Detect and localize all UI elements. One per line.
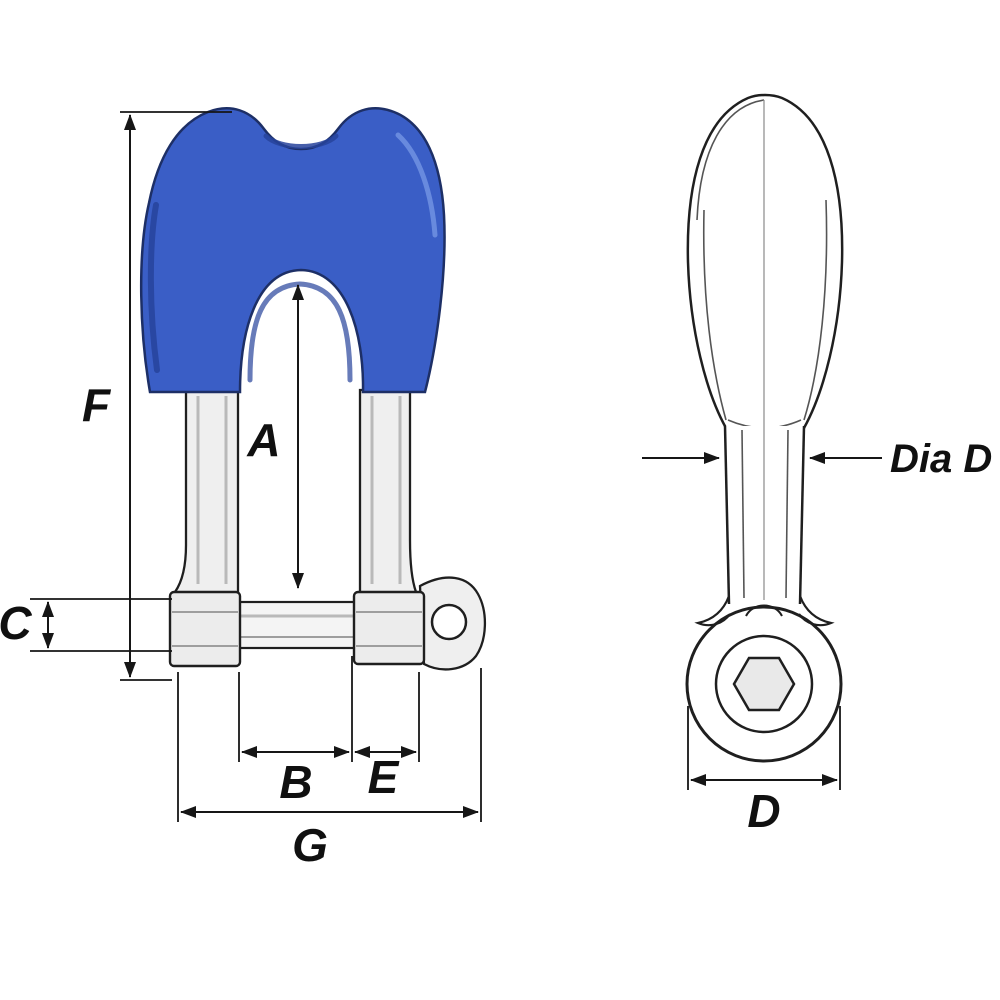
dimension-d: D xyxy=(687,706,841,837)
dimension-b: B xyxy=(238,656,353,808)
dim-f-label: F xyxy=(82,379,112,431)
dim-a-label: A xyxy=(246,414,280,466)
shackle-right-leg xyxy=(358,388,418,596)
shackle-left-leg xyxy=(173,388,240,596)
shackle-pin xyxy=(236,600,358,650)
pin-shaft xyxy=(236,600,358,650)
head-contour-top xyxy=(696,99,765,221)
shaft-highlight-right xyxy=(785,429,789,599)
right-clevis-block xyxy=(352,590,426,666)
shaft-edge-right xyxy=(798,425,806,605)
dim-c-label: C xyxy=(0,597,32,649)
junction-curl-right xyxy=(798,595,835,627)
thimble-shade-left xyxy=(147,202,160,373)
dimension-g: G xyxy=(177,668,482,871)
shaft xyxy=(694,100,835,627)
head-outline xyxy=(686,93,844,430)
dimension-dia-d: Dia D xyxy=(642,437,992,481)
blue-thimble xyxy=(139,107,446,394)
dimension-e: E xyxy=(354,672,420,803)
shackle-legs xyxy=(173,388,418,596)
head-contour-left xyxy=(702,209,727,421)
junction-curl-left xyxy=(694,595,731,627)
left-clevis-block xyxy=(168,590,242,668)
front-view: F A C B E xyxy=(0,107,487,871)
head-contour-right xyxy=(803,199,828,421)
pin-eye-hole xyxy=(430,603,468,641)
dim-b-label: B xyxy=(279,756,312,808)
thimble-shade-arch xyxy=(247,281,353,383)
hex-socket xyxy=(732,656,796,712)
dimension-a: A xyxy=(246,284,304,589)
thimble-highlight-right xyxy=(395,132,438,238)
eye-ring xyxy=(685,605,843,763)
clevis-blocks xyxy=(168,590,426,668)
dimension-f: F xyxy=(82,111,232,681)
dim-diad-label: Dia D xyxy=(890,437,992,481)
junction-saddle xyxy=(745,604,783,617)
shaft-highlight-left xyxy=(741,429,745,599)
thimble-body xyxy=(139,107,446,394)
shaft-edge-left xyxy=(723,425,731,605)
dimension-c: C xyxy=(0,597,172,652)
side-view: Dia D D xyxy=(642,93,992,837)
dim-d-label: D xyxy=(747,785,780,837)
thimble-shade-saddle xyxy=(263,133,339,149)
dim-e-label: E xyxy=(368,751,400,803)
thimble-head-profile xyxy=(686,93,844,430)
dim-g-label: G xyxy=(292,819,328,871)
